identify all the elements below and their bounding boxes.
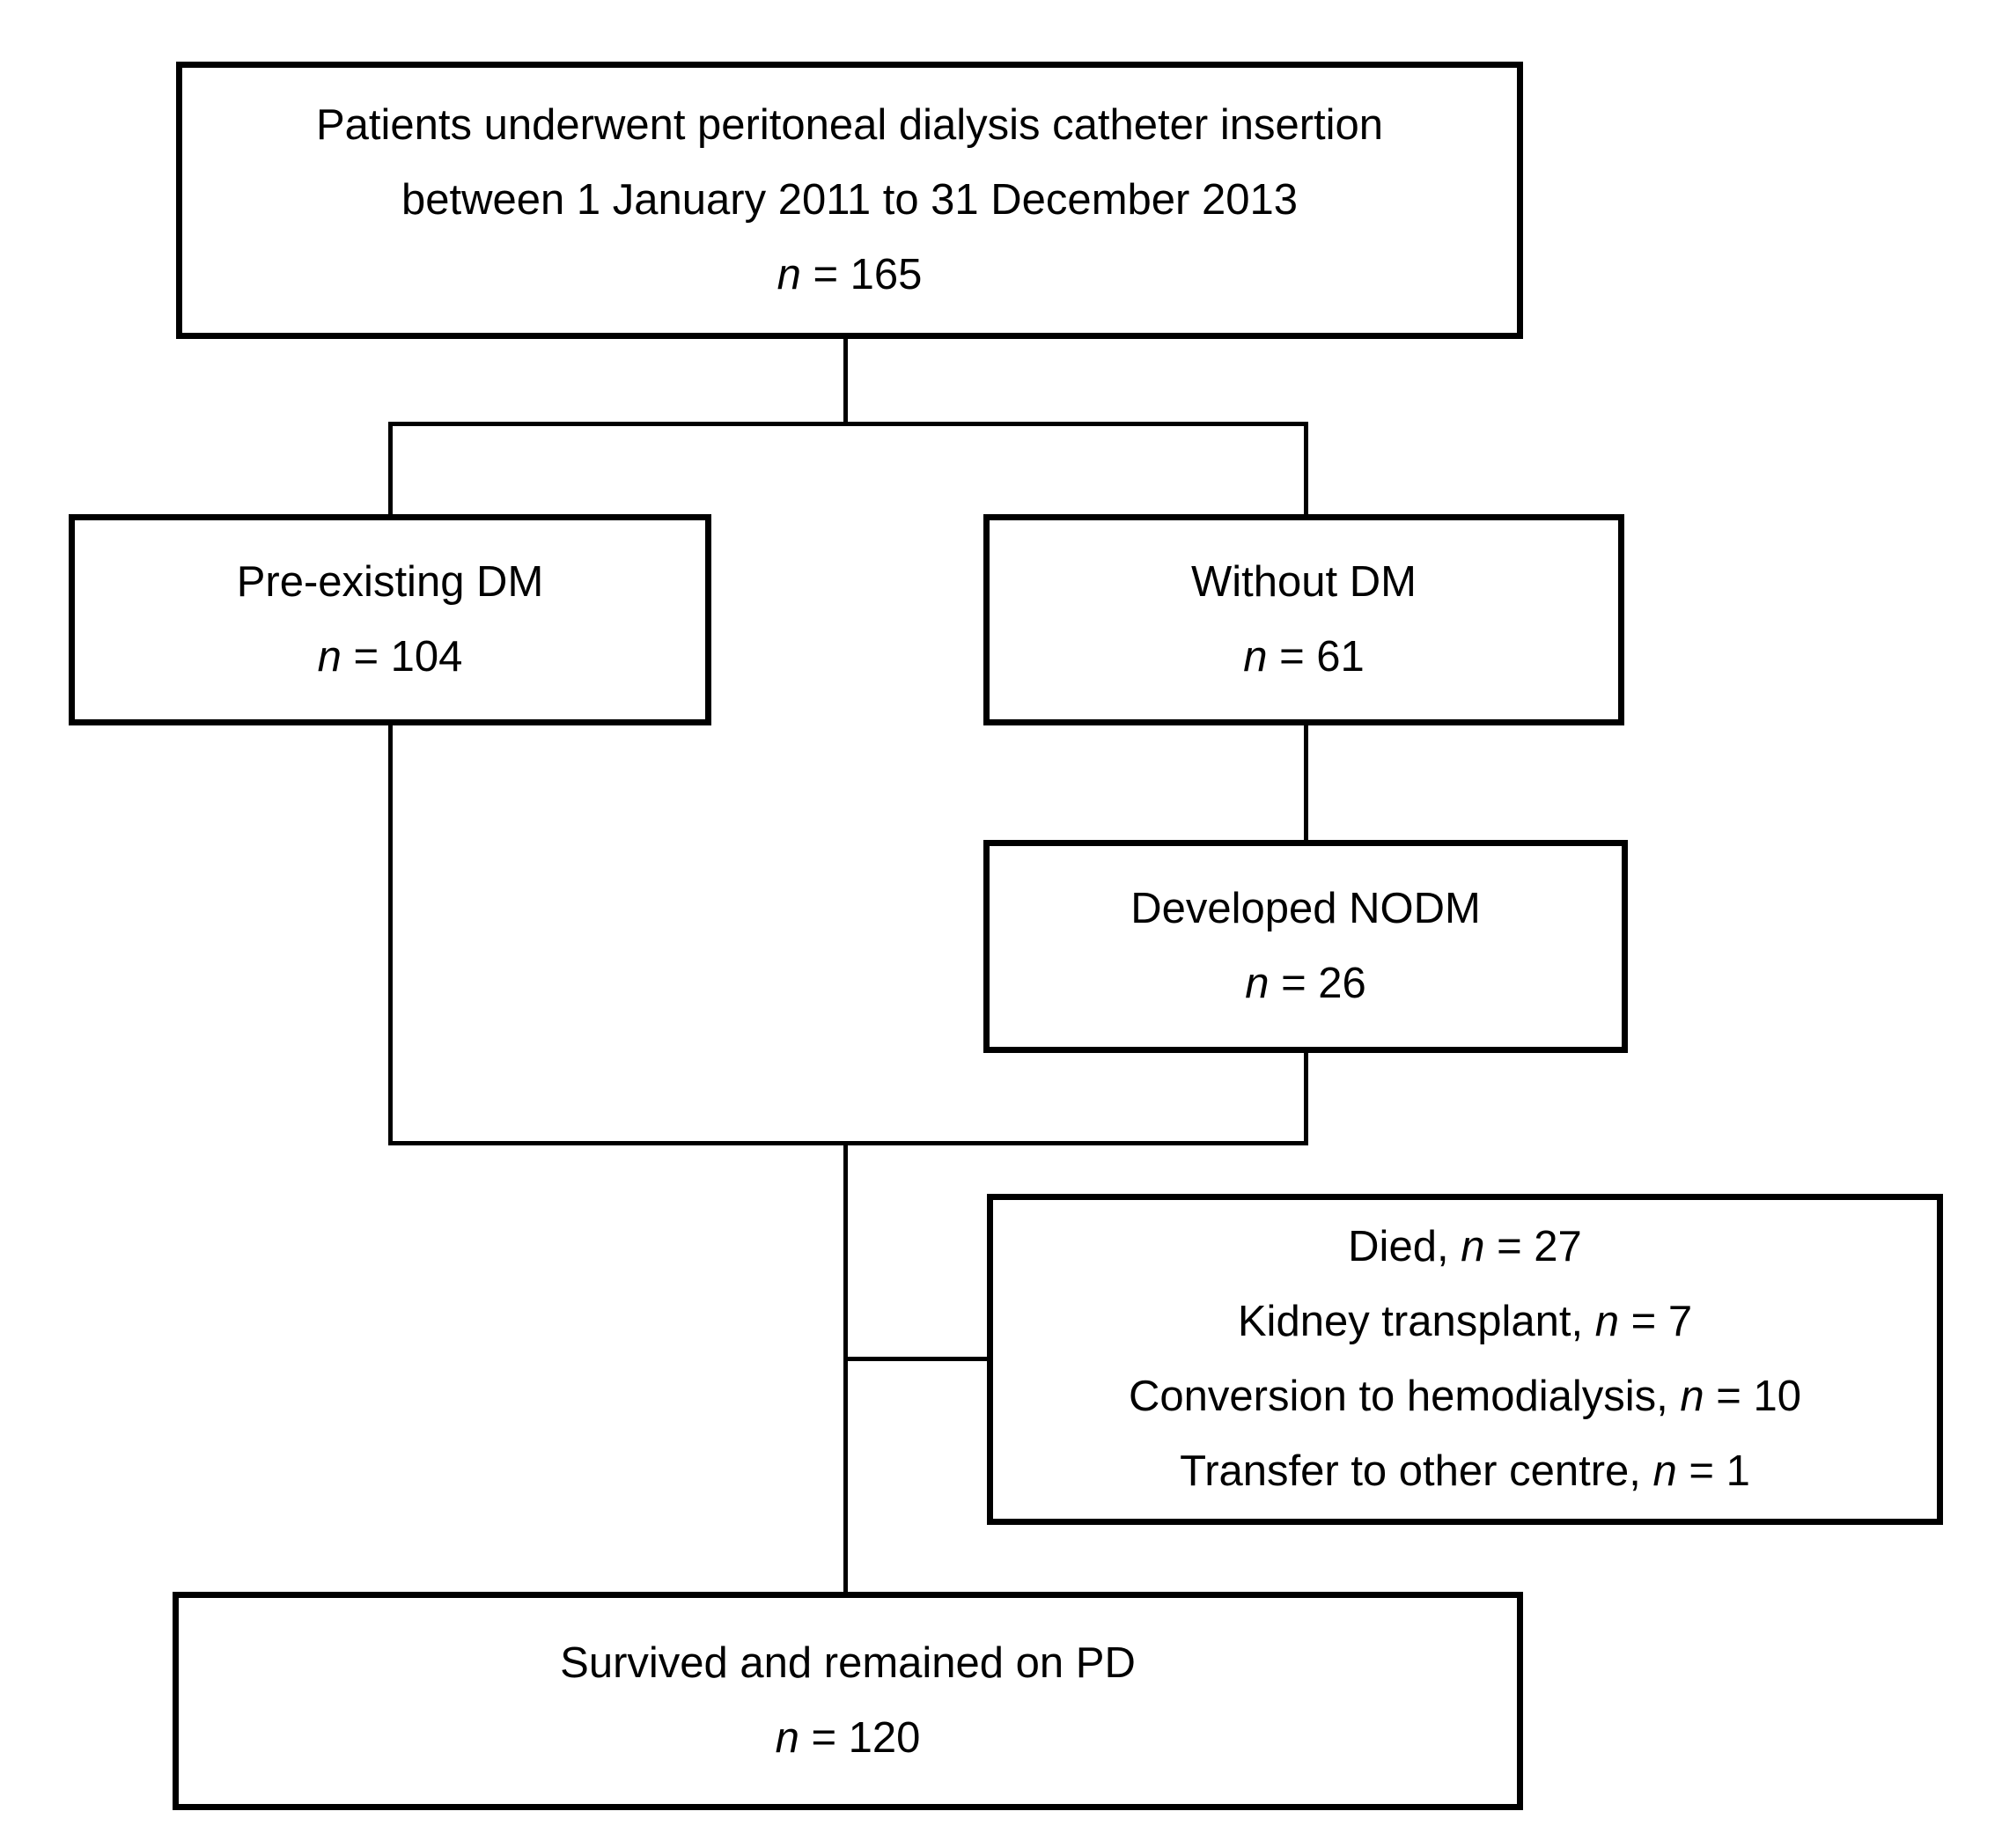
exclusion-label: Transfer to other centre,: [1180, 1447, 1653, 1495]
n-symbol: n: [1652, 1447, 1677, 1495]
n-value: = 120: [799, 1714, 921, 1762]
n-symbol: n: [1594, 1298, 1619, 1345]
box-exclusions: Died, n = 27 Kidney transplant, n = 7 Co…: [987, 1194, 1943, 1525]
n-value: = 61: [1267, 633, 1365, 681]
connector-split-to-without-dm: [1304, 422, 1308, 519]
developed-nodm-label: Developed NODM: [1130, 885, 1481, 932]
box-developed-nodm: Developed NODM n = 26: [983, 840, 1628, 1053]
exclusion-item-transfer: Transfer to other centre, n = 1: [1180, 1434, 1750, 1509]
connector-stub-to-exclusions: [843, 1357, 991, 1361]
exclusion-item-hemodialysis: Conversion to hemodialysis, n = 10: [1129, 1359, 1801, 1434]
n-symbol: n: [317, 633, 342, 681]
total-patients-line1: Patients underwent peritoneal dialysis c…: [315, 101, 1384, 149]
n-symbol: n: [1680, 1373, 1704, 1420]
pre-existing-dm-count: n = 104: [318, 620, 463, 695]
exclusion-label: Kidney transplant,: [1237, 1298, 1595, 1345]
connector-split-to-pre-existing: [388, 422, 393, 519]
exclusion-item-died: Died, n = 27: [1348, 1210, 1582, 1285]
n-symbol: n: [1243, 633, 1268, 681]
developed-nodm-count: n = 26: [1245, 946, 1366, 1021]
pre-existing-dm-label: Pre-existing DM: [236, 558, 544, 606]
n-value: = 1: [1676, 1447, 1750, 1495]
n-symbol: n: [775, 1714, 799, 1762]
n-symbol: n: [777, 251, 801, 298]
box-without-dm: Without DM n = 61: [983, 514, 1624, 725]
without-dm-count: n = 61: [1243, 620, 1365, 695]
connector-nodm-to-merge: [1304, 1051, 1308, 1145]
box-total-patients: Patients underwent peritoneal dialysis c…: [176, 62, 1523, 339]
connector-merge-to-survived: [843, 1141, 848, 1596]
connector-merge-horizontal: [388, 1141, 1308, 1145]
n-value: = 165: [800, 251, 923, 298]
box-pre-existing-dm: Pre-existing DM n = 104: [69, 514, 711, 725]
exclusion-item-transplant: Kidney transplant, n = 7: [1238, 1285, 1692, 1359]
n-symbol: n: [1461, 1223, 1485, 1270]
exclusion-label: Conversion to hemodialysis,: [1128, 1373, 1681, 1420]
n-value: = 10: [1704, 1373, 1802, 1420]
connector-without-dm-to-nodm: [1304, 724, 1308, 844]
survived-label: Survived and remained on PD: [560, 1639, 1136, 1687]
total-patients-count: n = 165: [777, 238, 923, 313]
n-value: = 7: [1619, 1298, 1693, 1345]
survived-count: n = 120: [776, 1701, 921, 1776]
connector-pre-existing-to-merge: [388, 724, 393, 1145]
total-patients-line2: between 1 January 2011 to 31 December 20…: [401, 176, 1298, 224]
n-value: = 104: [341, 633, 463, 681]
connector-total-to-split: [843, 337, 848, 426]
exclusion-label: Died,: [1348, 1223, 1461, 1270]
without-dm-label: Without DM: [1191, 558, 1417, 606]
n-symbol: n: [1245, 960, 1270, 1007]
connector-split-horizontal: [388, 422, 1308, 426]
box-survived-on-pd: Survived and remained on PD n = 120: [173, 1592, 1523, 1810]
n-value: = 27: [1484, 1223, 1582, 1270]
n-value: = 26: [1269, 960, 1366, 1007]
